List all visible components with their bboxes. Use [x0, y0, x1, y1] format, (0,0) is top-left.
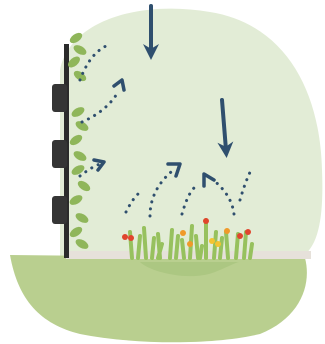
flower-icon: [187, 241, 193, 247]
flower-icon: [215, 241, 221, 247]
grass-blade: [144, 228, 146, 258]
grass-blade: [226, 232, 228, 258]
flower-icon: [122, 234, 128, 240]
flower-icon: [245, 229, 251, 235]
flower-icon: [203, 218, 209, 224]
grass-blade: [196, 236, 198, 258]
flower-icon: [128, 235, 134, 241]
grass-blade: [152, 238, 154, 258]
flower-icon: [224, 228, 230, 234]
grass-blade: [250, 244, 252, 258]
grass-blade: [138, 236, 140, 258]
planter-box: [52, 196, 67, 224]
grass-blade: [220, 238, 222, 258]
grass-blade: [200, 246, 202, 258]
grass-blade: [244, 232, 246, 258]
grass-blade: [176, 236, 178, 258]
grass-blade: [170, 230, 172, 258]
grass-blade: [182, 240, 184, 258]
flower-icon: [237, 233, 243, 239]
flower-icon: [209, 238, 215, 244]
planter-box: [52, 84, 67, 112]
flower-icon: [180, 230, 186, 236]
sky-bubble: [60, 9, 322, 258]
planter-box: [52, 140, 67, 168]
